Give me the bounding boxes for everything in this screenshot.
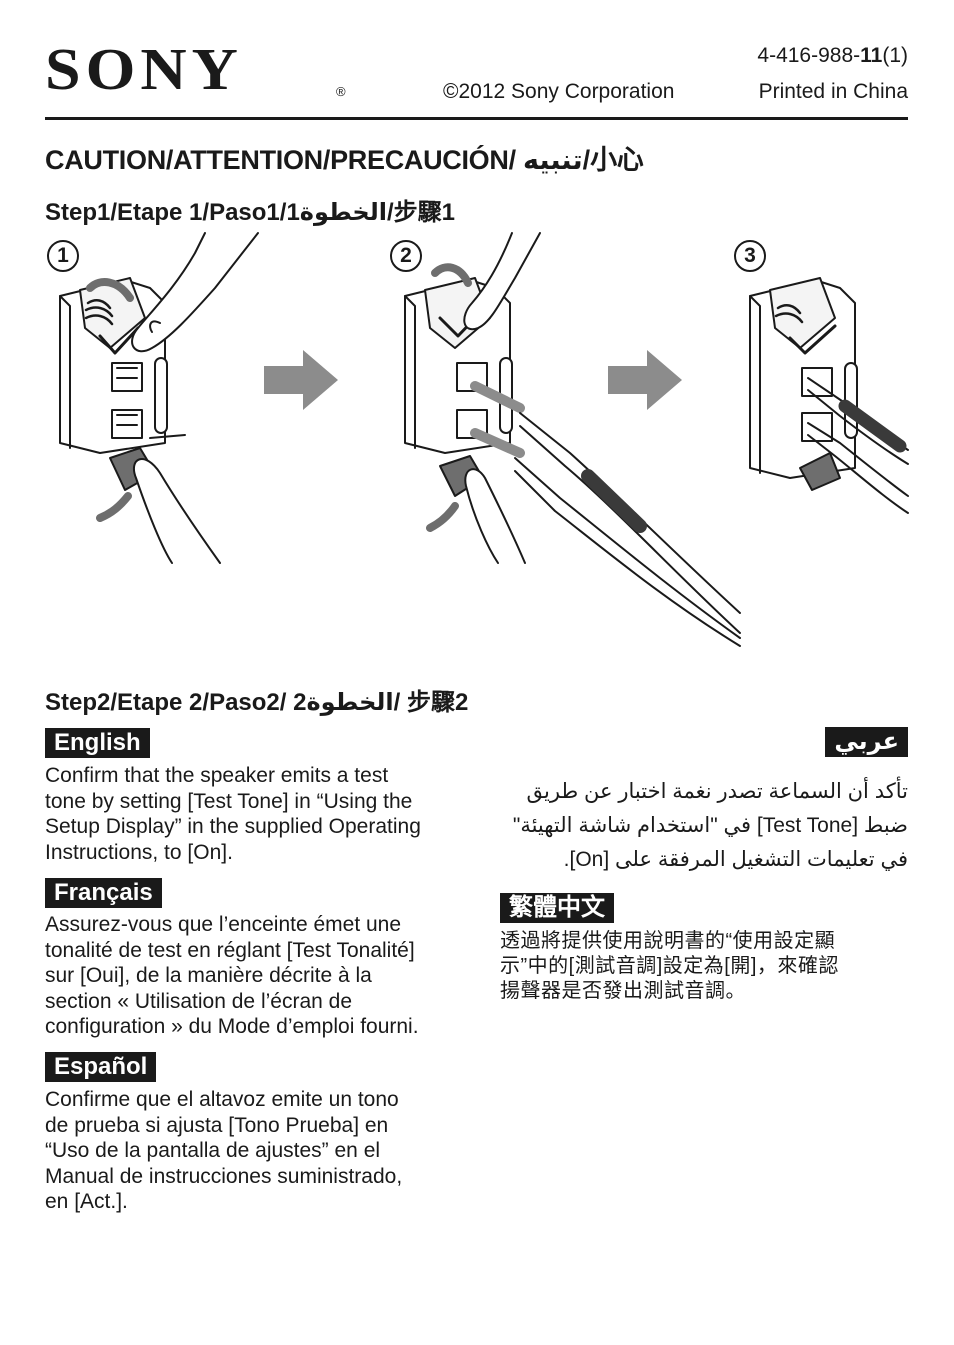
english-line: Setup Display” in the supplied Operating [45,815,421,838]
terminal-panel-3 [749,277,909,514]
printed-in-text: Printed in China [758,80,908,103]
english-instructions: Confirm that the speaker emits a test to… [45,763,421,865]
arabic-instructions: تأكد أن السماعة تصدر نغمة اختبار عن طريق… [488,775,908,877]
francais-line: section « Utilisation de l’écran de [45,989,353,1013]
espanol-line: de prueba si ajusta [Tono Prueba] en [45,1113,389,1137]
arabic-line: تأكد أن السماعة تصدر نغمة اختبار عن طريق [526,780,908,803]
language-label-english: English [45,728,150,758]
header-divider [45,117,908,120]
francais-instructions: Assurez-vous que l’enceinte émet une ton… [45,912,419,1040]
francais-line: tonalité de test en réglant [Test Tonali… [45,938,415,962]
english-line: tone by setting [Test Tone] in “Using th… [45,789,413,813]
language-label-francais: Français [45,878,162,908]
arrow-right-2 [608,350,682,410]
step1-title: Step1/Etape 1/Paso1/1الخطوة/步驟1 [45,199,455,226]
language-label-espanol: Español [45,1052,157,1082]
francais-line: Assurez-vous que l’enceinte émet une [45,913,402,936]
arrow-right-1 [264,350,338,410]
language-label-arabic: عربي [825,727,908,757]
language-label-chinese: 繁體中文 [500,893,614,923]
english-line: Confirm that the speaker emits a test [45,764,389,787]
chinese-line: 揚聲器是否發出測試音調。 [500,980,746,1002]
chinese-instructions: 透過將提供使用說明書的“使用設定顯 示”中的[測試音調]設定為[開]，來確認 揚… [500,929,839,1004]
terminal-panel-2 [404,232,741,647]
arabic-line: في تعليمات التشغيل المرفقة على [On]. [563,848,908,871]
francais-line: configuration » du Mode d’emploi fourni. [45,1015,419,1038]
espanol-line: en [Act.]. [45,1190,128,1213]
espanol-line: Confirme que el altavoz emite un tono [45,1088,399,1111]
step2-title: Step2/Etape 2/Paso2/ 2الخطوة/ 步驟2 [45,689,469,716]
espanol-instructions: Confirme que el altavoz emite un tono de… [45,1087,402,1215]
chinese-line: 透過將提供使用說明書的“使用設定顯 [500,930,836,952]
registered-mark: ® [336,84,346,99]
step-marker-1: 1 [47,240,79,272]
espanol-line: Manual de instrucciones suministrado, [45,1164,403,1188]
speaker-wire-illustration [59,232,909,647]
arabic-line: ضبط [Test Tone] في "استخدام شاشة التهيئة… [512,814,908,837]
caution-title: CAUTION/ATTENTION/PRECAUCIÓN/ تنبيه/小心 [45,145,644,175]
espanol-line: “Uso de la pantalla de ajustes” en el [45,1139,381,1162]
chinese-line: 示”中的[測試音調]設定為[開]，來確認 [500,955,839,977]
terminal-panel-1 [59,232,259,564]
sony-logo: SONY [45,36,243,102]
step-marker-2: 2 [390,240,422,272]
copyright-text: ©2012 Sony Corporation [443,80,675,103]
francais-line: sur [Oui], de la manière décrite à la [45,964,372,987]
english-line: Instructions, to [On]. [45,840,233,864]
part-number: 4-416-988-11(1) [757,44,908,67]
step-marker-3: 3 [734,240,766,272]
